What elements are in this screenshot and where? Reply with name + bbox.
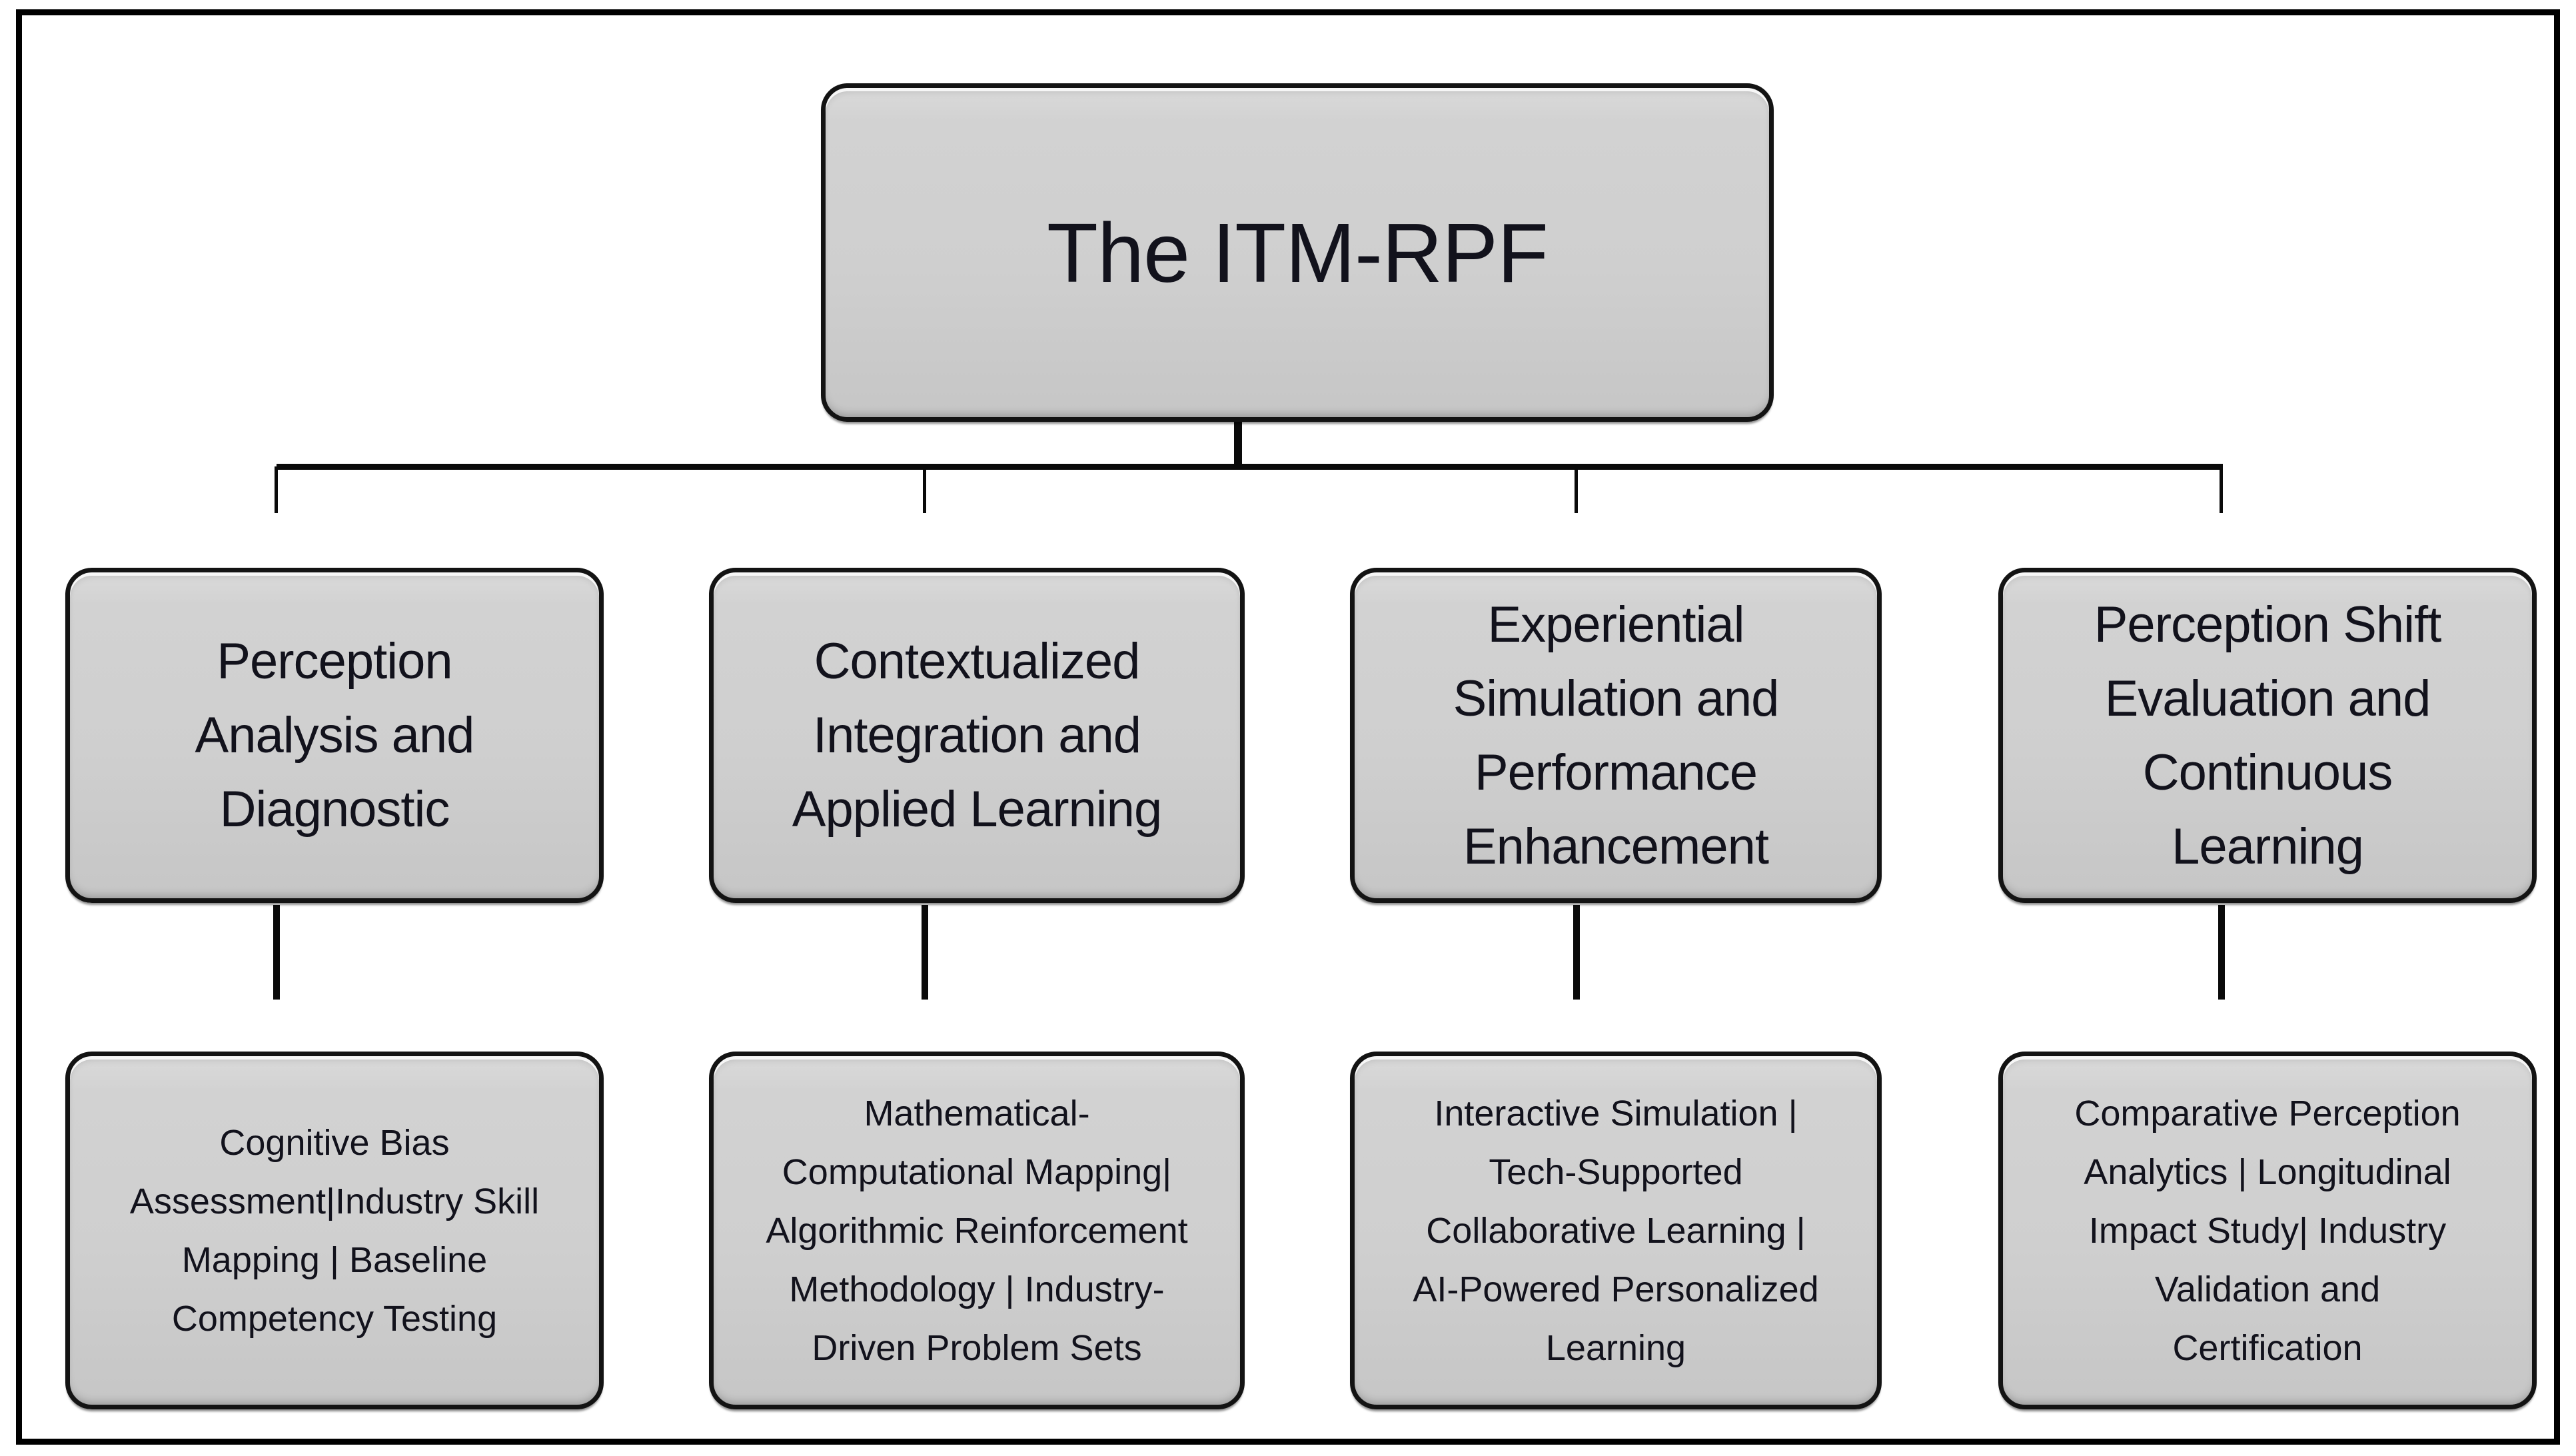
detail-node-label: Cognitive Bias Assessment|Industry Skill… <box>129 1122 540 1339</box>
rail-drop-line-1 <box>275 466 278 513</box>
heading-node-perception-shift: Perception Shift Evaluation and Continuo… <box>1998 568 2537 903</box>
heading-node-label: Perception Shift Evaluation and Continuo… <box>2094 596 2442 875</box>
rail-drop-line-2 <box>923 466 926 513</box>
column-stem-line-1 <box>273 905 280 1000</box>
detail-node-label: Comparative Perception Analytics | Longi… <box>2074 1093 2461 1368</box>
heading-node-label: Contextualized Integration and Applied L… <box>792 633 1162 838</box>
root-node: The ITM-RPF <box>821 83 1774 422</box>
column-stem-line-4 <box>2218 905 2225 1000</box>
heading-node-perception-analysis: Perception Analysis and Diagnostic <box>65 568 604 903</box>
detail-node-label: Interactive Simulation | Tech-Supported … <box>1413 1093 1819 1368</box>
rail-drop-line-4 <box>2220 466 2223 513</box>
detail-node-experiential-simulation: Interactive Simulation | Tech-Supported … <box>1350 1052 1882 1409</box>
detail-node-perception-shift: Comparative Perception Analytics | Longi… <box>1998 1052 2537 1409</box>
detail-node-contextualized-integration: Mathematical- Computational Mapping| Alg… <box>709 1052 1245 1409</box>
diagram-outer-border <box>16 9 2560 1445</box>
heading-node-label: Experiential Simulation and Performance … <box>1453 596 1780 875</box>
detail-node-label: Mathematical- Computational Mapping| Alg… <box>766 1093 1188 1368</box>
horizontal-rail-line <box>277 464 2223 470</box>
root-stem-line <box>1234 420 1242 469</box>
detail-node-perception-analysis: Cognitive Bias Assessment|Industry Skill… <box>65 1052 604 1409</box>
heading-node-contextualized-integration: Contextualized Integration and Applied L… <box>709 568 1245 903</box>
heading-node-label: Perception Analysis and Diagnostic <box>195 633 475 838</box>
heading-node-experiential-simulation: Experiential Simulation and Performance … <box>1350 568 1882 903</box>
column-stem-line-3 <box>1573 905 1580 1000</box>
column-stem-line-2 <box>922 905 928 1000</box>
root-node-label: The ITM-RPF <box>1046 205 1549 300</box>
rail-drop-line-3 <box>1575 466 1578 513</box>
